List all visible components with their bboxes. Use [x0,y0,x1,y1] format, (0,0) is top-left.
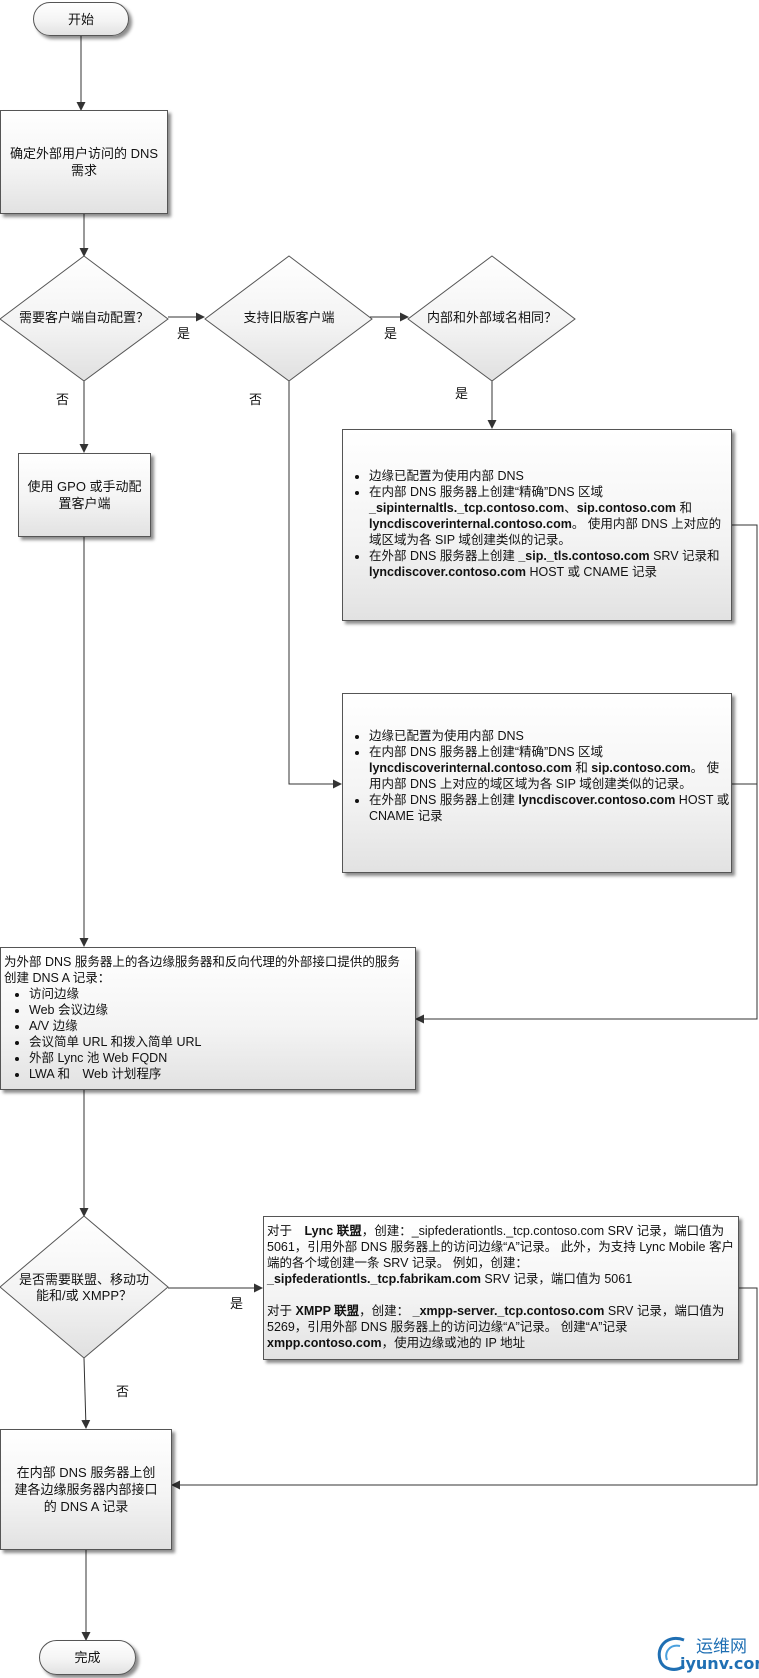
no-label-q2: 否 [249,392,263,407]
watermark-logo: 运维网 iyunv.com [654,1630,759,1678]
diamond-same-domain [407,255,576,382]
diamond-autoconfig [0,255,169,382]
list-item: Web 会议边缘 [29,1002,411,1018]
same-domain-config-list: 边缘已配置为使用内部 DNS 在内部 DNS 服务器上创建“精确”DNS 区域 … [343,468,731,580]
yes-label-q3: 是 [455,386,469,401]
edge-box1-box3 [415,524,758,1024]
same-domain-question: 内部和外部域名相同？ [426,310,557,325]
list-item: 在内部 DNS 服务器上创建“精确”DNS 区域 _sipinternaltls… [369,484,731,548]
edge-q2-box2 [288,381,342,789]
external-a-records-box: 为外部 DNS 服务器上的各边缘服务器和反向代理的外部接口提供的服务创建 DNS… [0,947,416,1090]
list-item: 边缘已配置为使用内部 DNS [369,468,731,484]
yes-label-q4: 是 [230,1296,244,1311]
finish-node: 完成 [39,1640,136,1675]
no-label-q1: 否 [56,392,70,407]
legacy-config-box: 边缘已配置为使用内部 DNS 在内部 DNS 服务器上创建“精确”DNS 区域 … [342,693,732,873]
internal-a-records-node: 在内部 DNS 服务器上创建各边缘服务器内部接口的 DNS A 记录 [0,1429,172,1550]
list-item: 边缘已配置为使用内部 DNS [369,728,731,744]
watermark-cn: 运维网 [696,1637,747,1657]
list-item: 在外部 DNS 服务器上创建 lyncdiscover.contoso.com … [369,792,731,824]
use-gpo-node: 使用 GPO 或手动配置客户端 [18,453,151,537]
federation-config-box: 对于 Lync 联盟，创建：_sipfederationtls._tcp.con… [263,1216,739,1360]
start-label: 开始 [67,11,94,27]
start-node: 开始 [33,2,129,36]
list-item: LWA 和 Web 计划程序 [29,1066,411,1082]
edge-q4-internal [81,1357,91,1429]
list-item: 在外部 DNS 服务器上创建 _sip._tls.contoso.com SRV… [369,548,731,580]
internal-a-records-label: 在内部 DNS 服务器上创建各边缘服务器内部接口的 DNS A 记录 [14,1465,158,1514]
no-label-q4: 否 [116,1384,130,1399]
legacy-question: 支持旧版客户端 [243,310,335,325]
use-gpo-label: 使用 GPO 或手动配置客户端 [27,479,142,511]
xmpp-federation-text: 对于 XMPP 联盟，创建： _xmpp-server._tcp.contoso… [267,1304,725,1350]
list-item: A/V 边缘 [29,1018,411,1034]
list-item: 会议简单 URL 和拨入简单 URL [29,1034,411,1050]
federation-question: 是否需要联盟、移动功能和/或 XMPP？ [18,1272,149,1303]
autoconfig-question: 需要客户端自动配置？ [18,310,149,325]
external-a-records-list: 访问边缘 Web 会议边缘 A/V 边缘 会议简单 URL 和拨入简单 URL … [4,986,411,1082]
diamond-federation [0,1215,169,1359]
finish-label: 完成 [74,1650,101,1665]
legacy-config-list: 边缘已配置为使用内部 DNS 在内部 DNS 服务器上创建“精确”DNS 区域 … [343,728,731,824]
edge-box4-internal [171,1287,758,1490]
lync-federation-text: 对于 Lync 联盟，创建：_sipfederationtls._tcp.con… [267,1224,734,1286]
determine-dns-label: 确定外部用户访问的 DNS 需求 [9,146,159,178]
watermark-swirl-icon [657,1637,685,1671]
yes-label-q2: 是 [384,326,398,341]
external-a-records-intro: 为外部 DNS 服务器上的各边缘服务器和反向代理的外部接口提供的服务创建 DNS… [4,955,400,985]
list-item: 在内部 DNS 服务器上创建“精确”DNS 区域 lyncdiscoverint… [369,744,731,792]
watermark-url: iyunv.com [680,1654,759,1673]
diamond-legacy [204,255,373,382]
list-item: 外部 Lync 池 Web FQDN [29,1050,411,1066]
determine-dns-node: 确定外部用户访问的 DNS 需求 [0,110,168,214]
list-item: 访问边缘 [29,986,411,1002]
yes-label-q1: 是 [177,326,191,341]
same-domain-config-box: 边缘已配置为使用内部 DNS 在内部 DNS 服务器上创建“精确”DNS 区域 … [342,429,732,621]
